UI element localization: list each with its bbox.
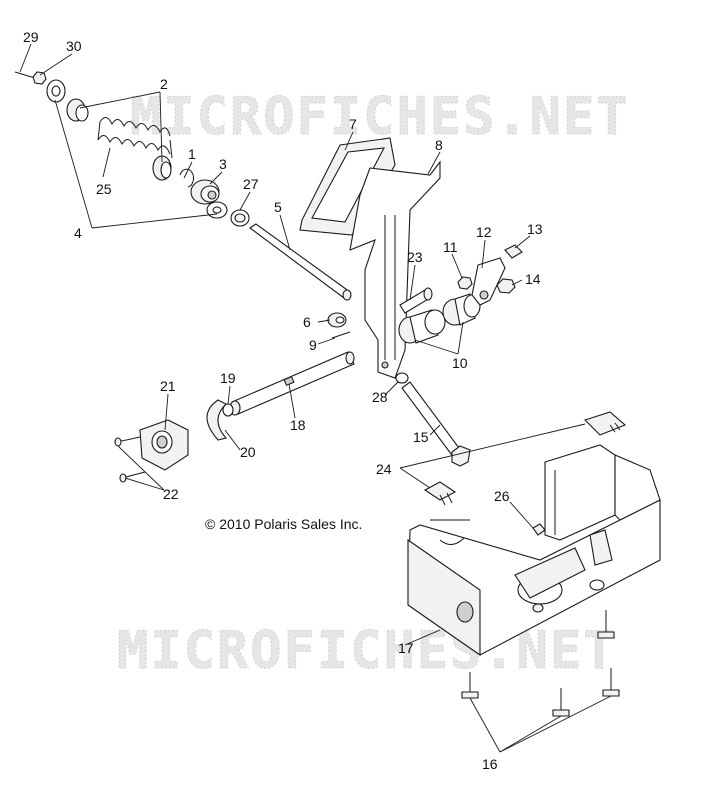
cam-3 [190,179,220,205]
leader-lines [19,43,612,753]
callout-9: 9 [309,337,317,353]
copyright-text: © 2010 Polaris Sales Inc. [205,516,362,532]
callout-7: 7 [349,116,357,132]
callout-27: 27 [243,176,259,192]
callout-20: 20 [240,444,256,460]
washer-4a [46,79,66,103]
bolt-23 [399,287,433,314]
callout-13: 13 [527,221,543,237]
callout-8: 8 [435,137,443,153]
bolt-16b [602,668,620,697]
spring-25 [97,117,173,159]
nut-11 [457,276,473,290]
housing-21 [139,419,189,471]
callout-2: 2 [160,76,168,92]
callout-17: 17 [398,640,414,656]
retainer-20 [206,399,228,441]
callout-21: 21 [160,378,176,394]
nut-14 [496,278,516,294]
bolt-16a [597,610,615,639]
bushing-2a [66,98,89,122]
callout-5: 5 [274,199,282,215]
spacer-6 [327,312,347,328]
fitting-26 [532,523,546,536]
shaft-5 [249,223,352,301]
ring-27 [230,209,250,227]
nut-30 [32,71,47,85]
switch-24b [423,481,457,506]
callout-22: 22 [163,486,179,502]
clevis-13 [504,244,523,259]
shaft-18 [229,351,355,416]
snap-ring-1 [179,168,195,188]
bracket-12 [471,257,506,306]
pin-9 [331,331,351,339]
washer-4b [206,201,228,219]
callout-18: 18 [290,417,306,433]
callout-1: 1 [188,146,196,162]
callout-29: 29 [23,29,39,45]
watermark-bottom: MICROFICHES.NET [117,621,617,681]
callout-28: 28 [372,389,388,405]
screw-22b [119,471,146,483]
bolt-16d [461,672,479,699]
callout-4: 4 [74,225,82,241]
pedal-base-17 [407,444,661,657]
callout-30: 30 [66,38,82,54]
bolt-15 [401,381,471,467]
callout-6: 6 [303,314,311,330]
callout-3: 3 [219,156,227,172]
pedal-pad-7 [299,137,396,236]
pedal-arm-8 [349,160,441,379]
callout-26: 26 [494,488,510,504]
screw-22a [114,436,141,447]
cotter-pin-29 [14,71,36,79]
watermark-top: MICROFICHES.NET [130,87,630,147]
switch-24a [583,411,627,436]
callout-23: 23 [407,249,423,265]
bolt-16c [552,688,570,717]
callout-15: 15 [413,429,429,445]
callout-19: 19 [220,370,236,386]
callout-12: 12 [476,224,492,240]
callout-10: 10 [452,355,468,371]
callout-25: 25 [96,181,112,197]
bushing-2b [152,155,172,181]
callout-16: 16 [482,756,498,772]
callout-11: 11 [443,239,458,255]
callout-24: 24 [376,461,392,477]
washer-28 [395,372,409,384]
callout-14: 14 [525,271,541,287]
